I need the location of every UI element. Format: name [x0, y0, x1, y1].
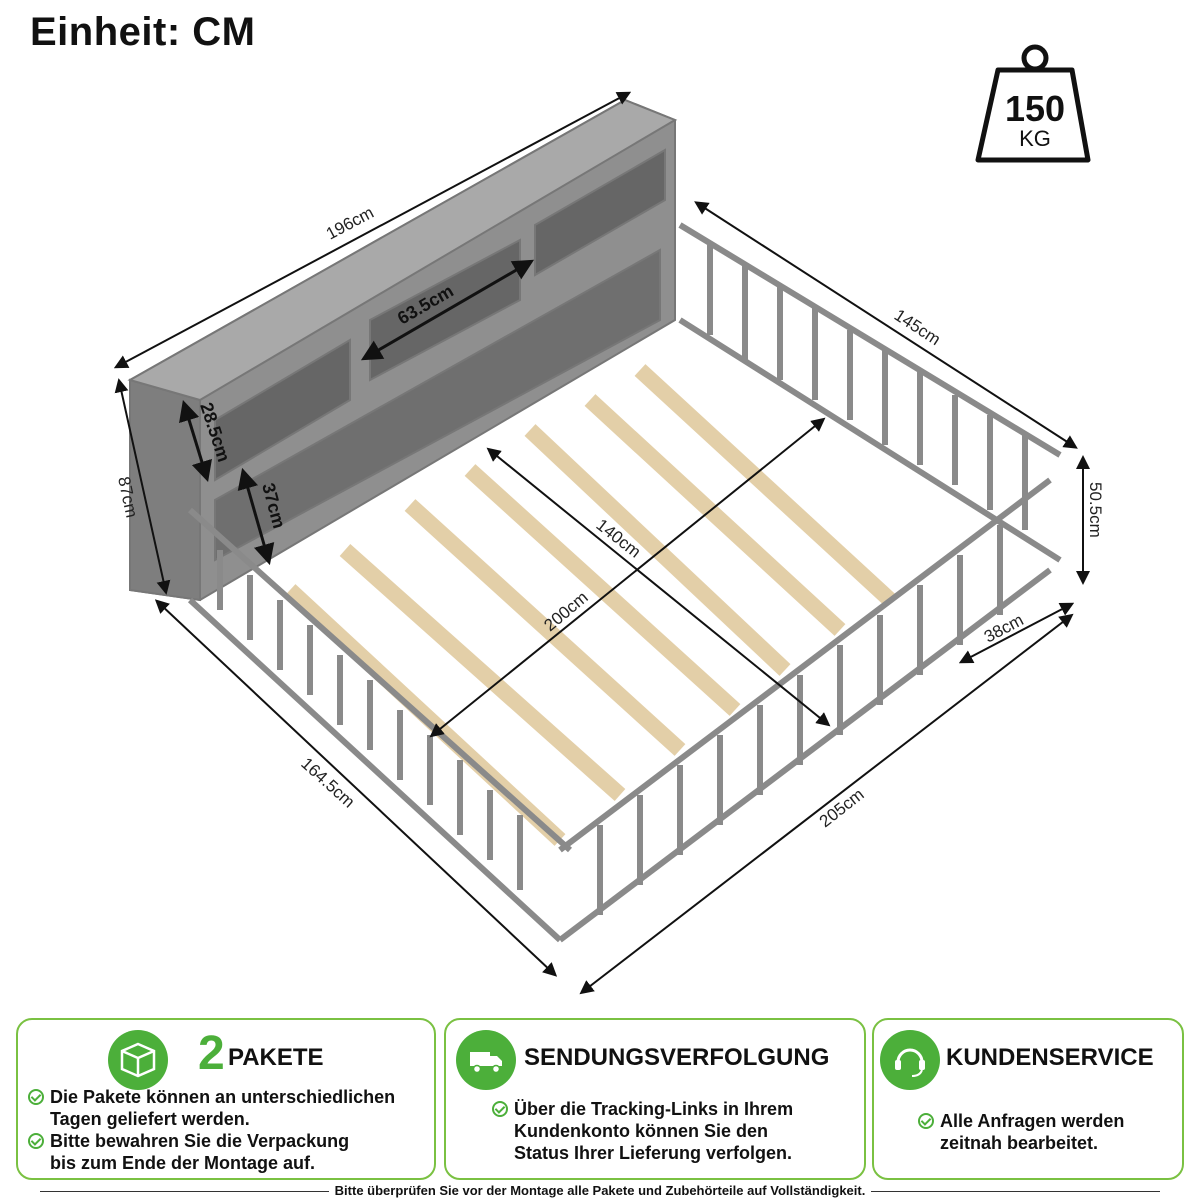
- weight-badge: 150 KG: [970, 40, 1100, 170]
- side-rail-right: [678, 222, 1062, 563]
- headboard: [127, 98, 678, 602]
- tracking-card: SENDUNGSVERFOLGUNG Über die Tracking-Lin…: [444, 1018, 866, 1180]
- check-icon: [492, 1101, 508, 1117]
- service-title: KUNDENSERVICE: [946, 1044, 1154, 1071]
- weight-value: 150: [1004, 88, 1066, 129]
- packages-bullet-2: Bitte bewahren Sie die Verpackung bis zu…: [28, 1130, 349, 1174]
- check-icon: [918, 1113, 934, 1129]
- tracking-title: SENDUNGSVERFOLGUNG: [524, 1044, 830, 1071]
- check-icon: [28, 1133, 44, 1149]
- packages-title: PAKETE: [228, 1044, 324, 1071]
- delivery-truck-icon: [456, 1030, 516, 1090]
- service-card: KUNDENSERVICE Alle Anfragen werden zeitn…: [872, 1018, 1184, 1180]
- package-count: 2: [198, 1027, 225, 1080]
- dim-rail-height: 50.5cm: [1086, 482, 1105, 538]
- dim-side-length: 145cm: [891, 305, 944, 349]
- tracking-bullet-1: Über die Tracking-Links in Ihrem Kundenk…: [492, 1098, 793, 1164]
- check-icon: [28, 1089, 44, 1105]
- service-bullet-1: Alle Anfragen werden zeitnah bearbeitet.: [918, 1110, 1124, 1154]
- dim-headboard-length: 196cm: [323, 203, 377, 244]
- dimension-lines: [113, 91, 1090, 995]
- footer-text: Bitte überprüfen Sie vor der Montage all…: [328, 1183, 872, 1198]
- weight-icon: [975, 44, 1091, 163]
- unit-title: Einheit: CM: [30, 10, 256, 54]
- footer: Bitte überprüfen Sie vor der Montage all…: [0, 1182, 1200, 1200]
- packages-card: 2 PAKETE Die Pakete können an unterschie…: [16, 1018, 436, 1180]
- bed-drawing: 196cm 145cm 87cm 63.5cm 28.5cm 37cm 50.5…: [113, 91, 1105, 995]
- packages-bullet-1: Die Pakete können an unterschiedlichen T…: [28, 1086, 395, 1130]
- headset-icon: [880, 1030, 940, 1090]
- weight-unit: KG: [1019, 126, 1051, 151]
- package-box-icon: [108, 1030, 168, 1090]
